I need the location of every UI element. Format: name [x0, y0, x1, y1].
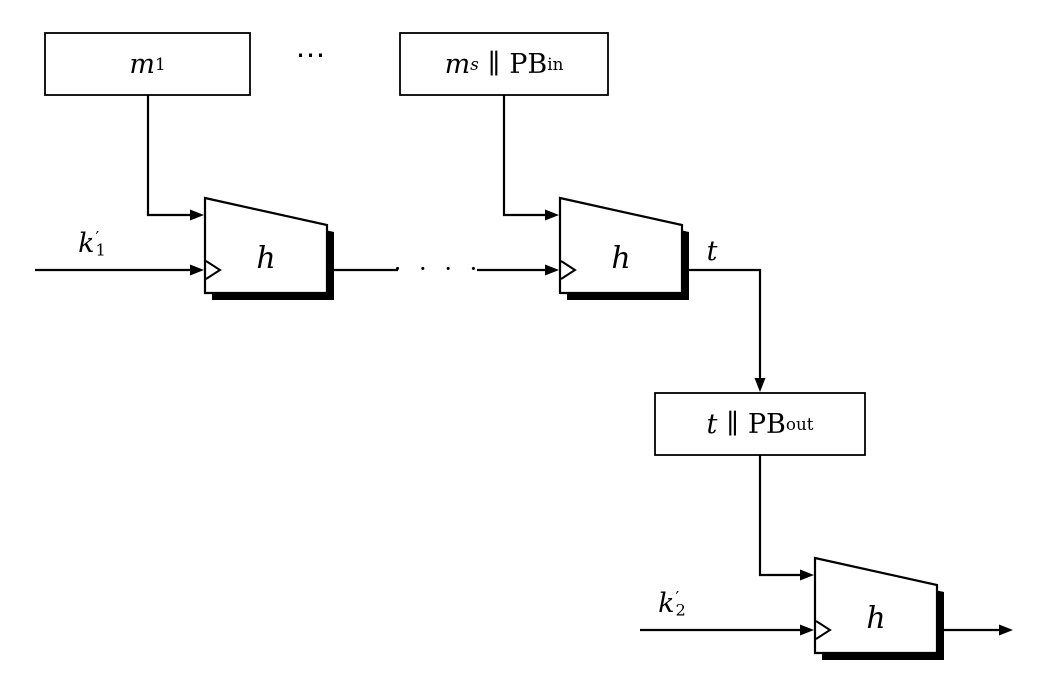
label-h2: h	[560, 224, 682, 292]
label-ms-sub: s	[470, 53, 479, 74]
h-block-2-body	[558, 196, 684, 295]
h-block-2	[558, 196, 689, 300]
connector-h1-to-h2	[334, 264, 559, 276]
connector-h1-to-h2-arrowhead	[545, 264, 559, 276]
label-t: t	[697, 234, 727, 268]
connector-tpbout-to-h3-arrowhead	[800, 569, 814, 581]
h-block-1-body	[203, 196, 329, 295]
label-chain-dots: · · · ·	[394, 253, 478, 285]
connector-k1-to-h1	[35, 264, 204, 276]
connector-h3-output-arrowhead	[999, 624, 1013, 636]
connector-ms-to-h2-line	[502, 95, 546, 217]
label-h2-text: h	[611, 240, 631, 276]
label-tpb-var: t	[706, 408, 718, 440]
label-top-ellipsis: ⋯	[283, 37, 341, 73]
box-t-pbout-rect	[654, 392, 866, 456]
box-t-pbout	[654, 392, 866, 456]
label-top-ellipsis-text: ⋯	[295, 37, 329, 73]
h-block-3	[813, 556, 944, 660]
message-box-m1-rect	[44, 32, 251, 96]
label-m1-var: m	[129, 48, 155, 80]
connector-tpbout-to-h3-line	[758, 455, 801, 577]
message-box-ms-pbin-rect	[399, 32, 609, 96]
connector-k2-to-h3-arrowhead	[800, 624, 814, 636]
label-k1: k′1	[62, 224, 122, 262]
label-h3: h	[815, 584, 937, 652]
label-k1-prime: ′	[95, 227, 100, 247]
connector-h3-output	[944, 624, 1013, 636]
connector-ms-to-h2	[502, 95, 559, 221]
label-tpb-pb-sub: out	[785, 413, 814, 434]
message-box-m1	[44, 32, 251, 96]
h-block-1-chain-notch	[205, 260, 222, 280]
connector-k1-to-h1-arrowhead	[190, 264, 204, 276]
label-tpb-pb: PB	[747, 408, 786, 440]
connector-h2-to-tpbout-line	[689, 268, 762, 379]
connector-ms-to-h2-arrowhead	[545, 209, 559, 221]
h-block-1	[203, 196, 334, 300]
parallel-bars-symbol-2: ∥	[726, 408, 739, 440]
parallel-bars-symbol: ∥	[487, 48, 501, 80]
connector-m1-to-h1-line	[146, 95, 191, 217]
label-chain-dots-text: · · · ·	[393, 255, 483, 283]
label-m1-sub: 1	[154, 53, 166, 74]
connector-h2-to-tpbout	[689, 268, 766, 392]
connector-m1-to-h1	[146, 95, 204, 221]
label-h1: h	[205, 224, 327, 292]
message-box-ms-pbin	[399, 32, 609, 96]
label-k2-prime: ′	[675, 587, 680, 607]
label-h3-text: h	[866, 600, 886, 636]
connector-tpbout-to-h3	[758, 455, 814, 581]
label-ms-pb-sub: in	[547, 53, 564, 74]
label-h1-text: h	[256, 240, 276, 276]
label-k1-sub: 1	[95, 240, 106, 260]
h-block-3-body	[813, 556, 939, 655]
label-t-text: t	[706, 235, 718, 267]
label-k1-var: k	[78, 227, 95, 259]
connector-h2-to-tpbout-arrowhead	[754, 378, 766, 392]
h-block-3-chain-notch	[815, 620, 832, 640]
label-k2-sub: 2	[675, 600, 686, 620]
connector-k2-to-h3	[640, 624, 814, 636]
label-ms-pb: PB	[509, 48, 548, 80]
connector-m1-to-h1-arrowhead	[190, 209, 204, 221]
label-k2-var: k	[658, 587, 675, 619]
label-k2: k′2	[642, 584, 702, 622]
label-ms-var: m	[444, 48, 471, 80]
h-block-2-chain-notch	[560, 260, 577, 280]
